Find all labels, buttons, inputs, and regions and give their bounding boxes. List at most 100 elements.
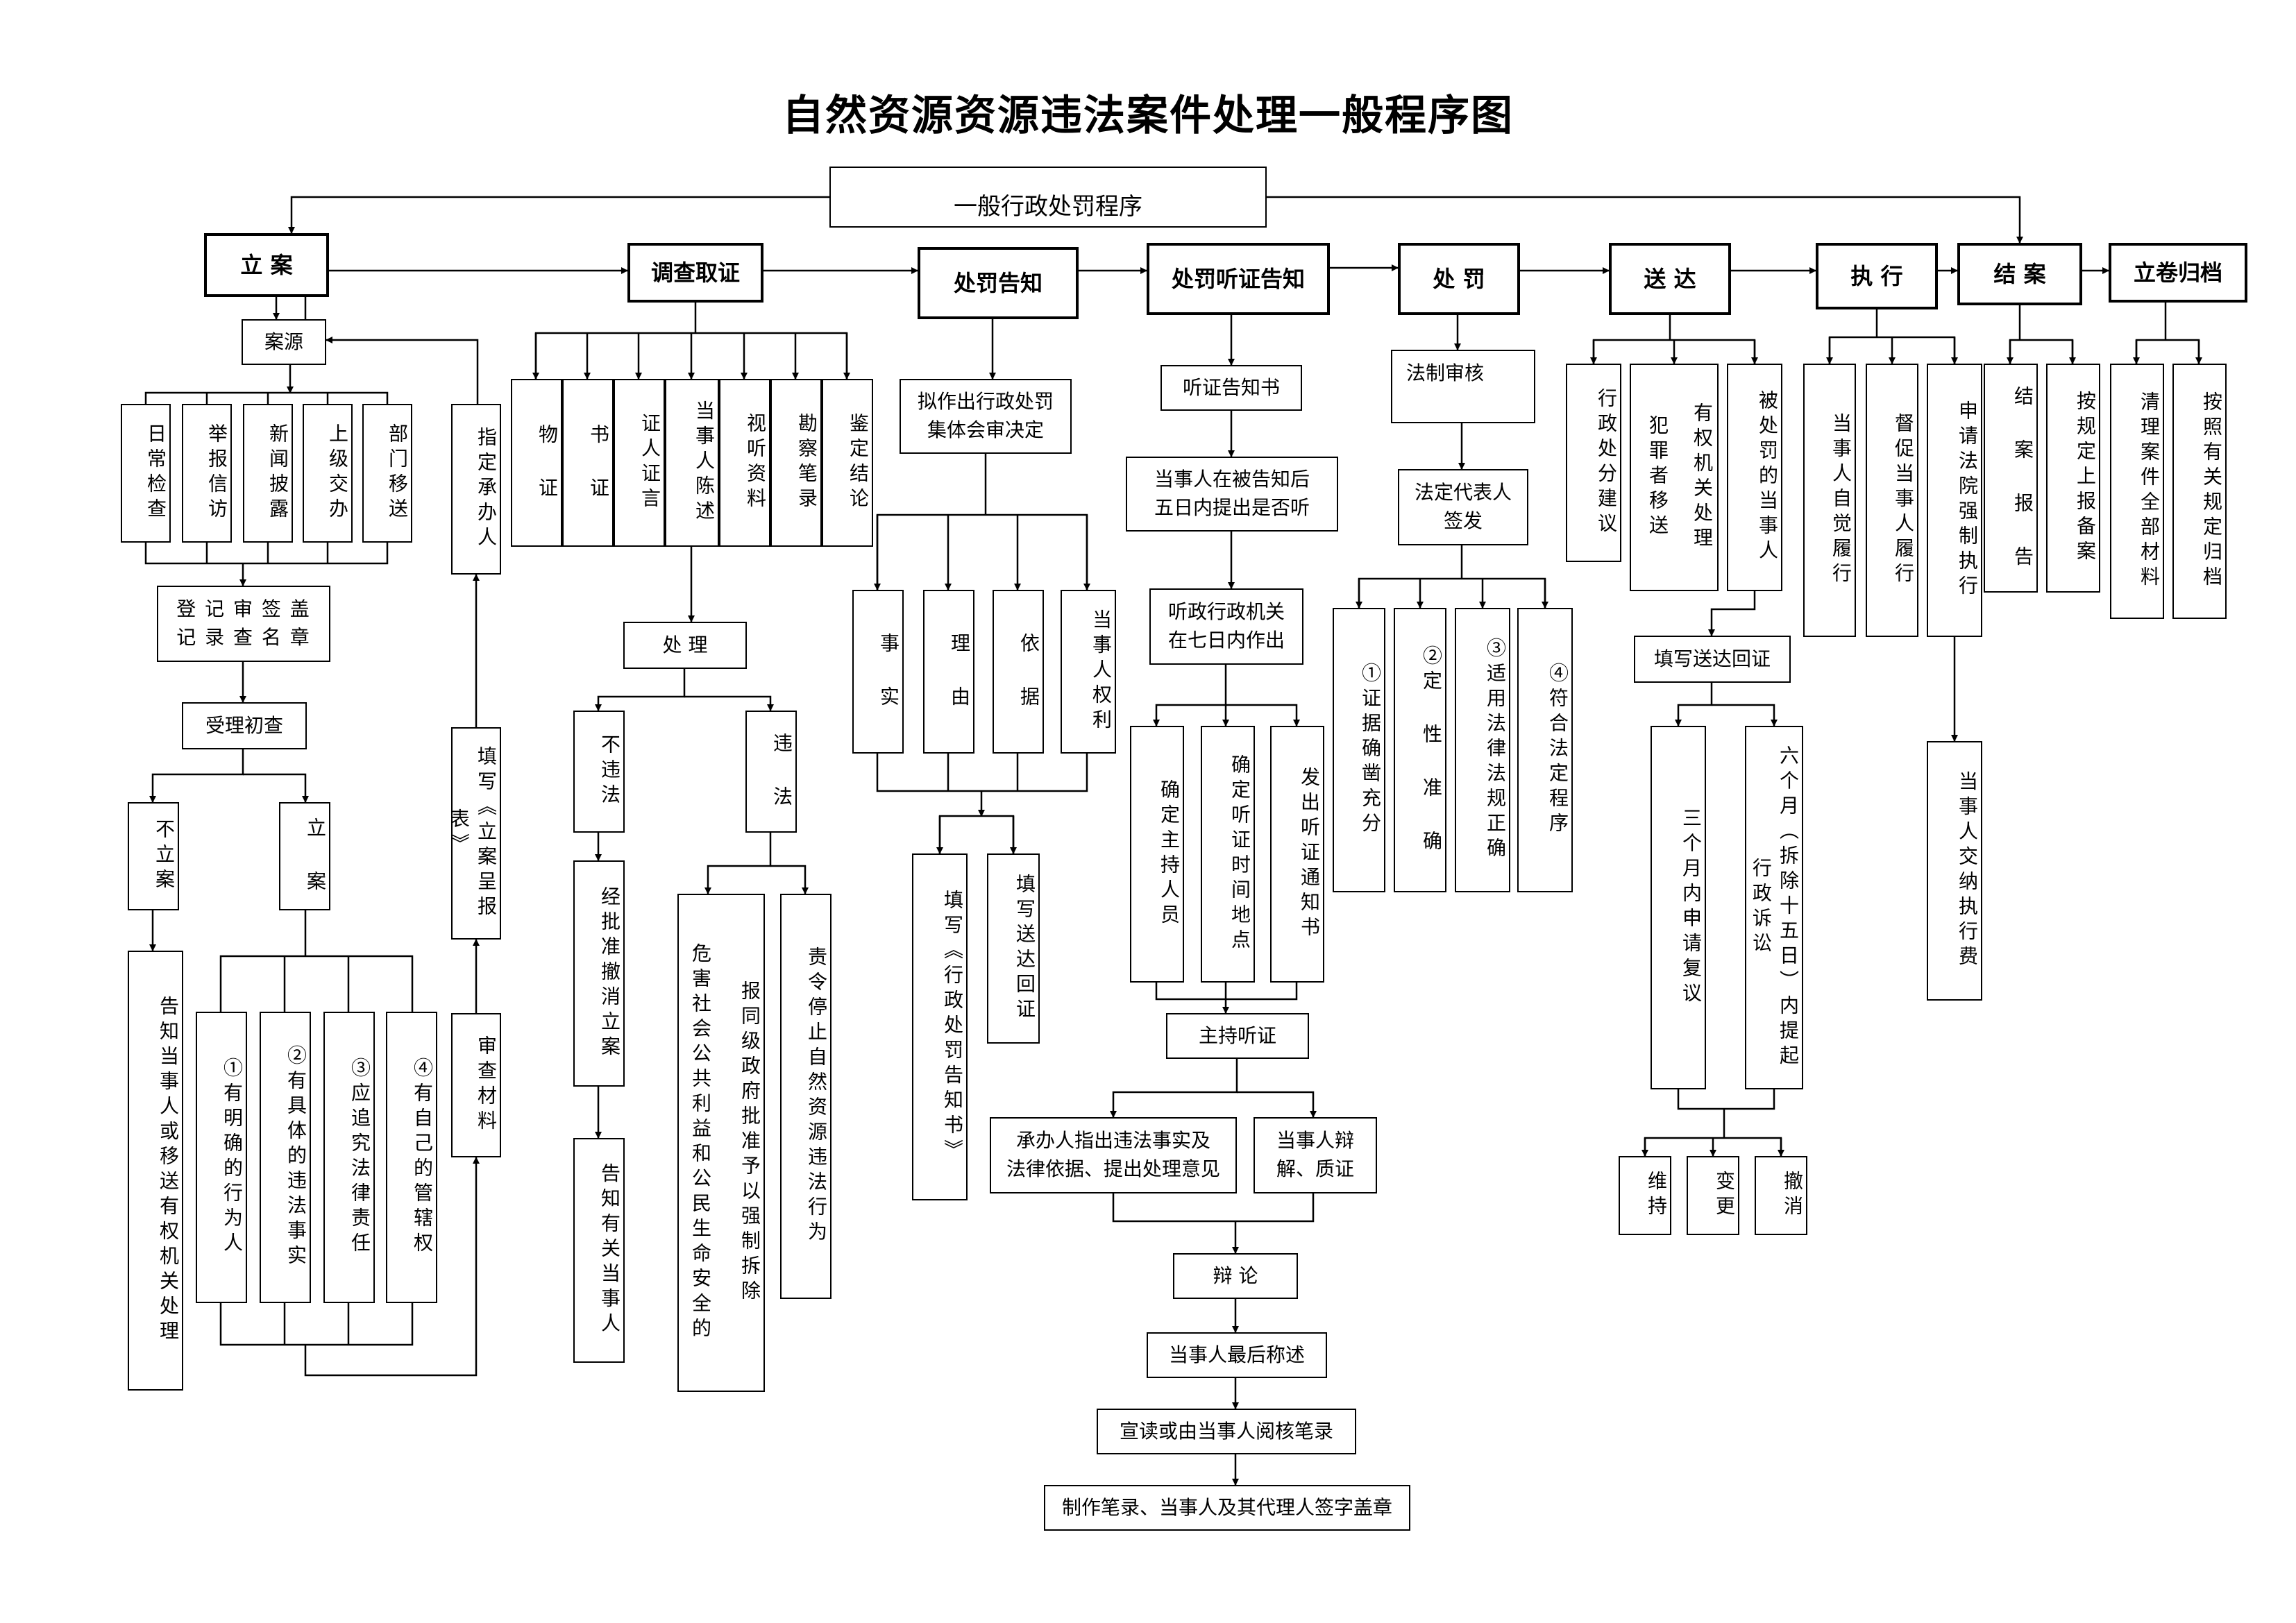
connector-60 [876,754,1088,792]
admin-sanction-box: 行政处分建议 [1566,364,1621,562]
connector-77 [1112,1193,1315,1223]
result-revoke: 撤消 [1755,1156,1807,1235]
three-month-review-box: 三个月内申请复议 [1651,726,1706,1089]
revoke-case-box: 经批准撤消立案 [573,860,625,1087]
voluntary-perform-box: 当事人自觉履行 [1803,364,1856,637]
connector-55 [876,513,1088,590]
fill-report-form-box: 填写《立案呈报表》 [448,727,501,940]
order-stop-box: 责令停止自然资源违法行为 [780,894,832,1299]
penalty-cond-2: ②定 性 准 确 [1394,608,1446,892]
connector-14 [144,391,389,404]
case-source-box: 案源 [242,319,326,365]
illegal-box: 违 法 [745,711,797,833]
public-harm-text: 危害社会公共利益和公民生命安全的 [689,943,712,1343]
connector-115 [2135,339,2200,364]
determine-presider: 确定主持人员 [1130,726,1184,983]
review-materials-box: 审查材料 [451,1013,501,1157]
connector-28 [219,955,414,1012]
condition-4: ④有自己的管辖权 [386,1012,437,1303]
source-news: 新闻披露 [243,404,293,543]
connector-12 [326,337,479,404]
connector-98 [1677,1089,1775,1110]
issue-hearing-notice: 发出听证通知书 [1270,726,1324,983]
handling-box: 处 理 [623,622,747,669]
archive-box: 按照有关规定归档 [2172,364,2227,619]
penalized-party-box: 被处罚的当事人 [1727,364,1782,591]
source-superior: 上级交办 [303,404,353,543]
connector-76 [1237,1091,1317,1118]
notice-fact: 事 实 [852,590,904,754]
seven-day-decision-box: 听政行政机关 在七日内作出 [1149,588,1303,665]
not-illegal-box: 不违法 [573,711,625,833]
connector-18 [144,543,389,565]
penalty-cond-1: ①证据确凿充分 [1333,608,1385,892]
fill-receipt-box-1: 填写送达回证 [987,853,1040,1044]
determine-time-place: 确定听证时间地点 [1201,726,1255,983]
stage-lian: 立 案 [204,233,329,297]
connector-48 [684,695,774,711]
stage-tingzheng: 处罚听证告知 [1147,243,1330,315]
fill-receipt-box-2: 填写送达回证 [1634,636,1791,683]
pay-enforce-fee-box: 当事人交纳执行费 [1927,741,1982,1001]
stage-diaocha: 调查取证 [627,243,763,303]
page-title: 自然资源资源违法案件处理一般程序图 [782,92,1514,140]
connector-52 [770,865,809,894]
court-enforce-box: 申请法院强制执行 [1927,364,1982,637]
evidence-party-statement: 当事人陈述 [665,379,719,547]
connector-71 [1226,704,1300,726]
connector-95 [1708,591,1756,636]
six-month-lawsuit-box: 六个月（拆除十五日）内提起行政诉讼 [1745,726,1803,1089]
read-record-box: 宣读或由当事人阅核笔录 [1097,1409,1356,1454]
notice-basis: 依 据 [993,590,1044,754]
result-maintain: 维持 [1619,1156,1671,1235]
handler-statement-box: 承办人指出违法事实及 法律依据、提出处理意见 [990,1117,1237,1193]
stage-gaozhi: 处罚告知 [918,247,1079,319]
evidence-expert-conclusion: 鉴定结论 [822,379,873,547]
notice-rights: 当事人权利 [1061,590,1116,754]
assign-handler-box: 指定承办人 [451,404,501,575]
final-statement-box: 当事人最后称述 [1147,1332,1327,1378]
condition-2: ②有具体的违法事实 [260,1012,311,1303]
preside-hearing-box: 主持听证 [1166,1013,1309,1059]
connector-24 [149,749,244,803]
evidence-audiovisual: 视听资料 [719,379,770,547]
connector-111 [2009,339,2074,364]
connector-51 [704,833,772,894]
connector-70 [1153,665,1227,726]
urge-perform-box: 督促当事人履行 [1866,364,1918,637]
condition-1: ①有明确的行为人 [196,1012,247,1303]
make-record-box: 制作笔录、当事人及其代理人签字盖章 [1044,1485,1410,1531]
evidence-physical: 物 证 [511,379,562,547]
connector-97 [1712,704,1778,726]
hearing-notice-box: 听证告知书 [1160,365,1302,411]
evidence-survey-record: 勘察笔录 [770,379,822,547]
source-report: 举报信访 [182,404,232,543]
evidence-document: 书 证 [562,379,614,547]
connector-47 [595,669,686,711]
file-case-box: 立 案 [279,802,330,910]
general-procedure-banner: 一般行政处罚程序 [829,167,1267,228]
register-box: 登 记 审 签 盖 记 录 查 名 章 [157,586,330,662]
connector-0 [288,196,829,234]
crime-transfer-text: 犯罪者移送 [1646,415,1669,540]
party-defense-box: 当事人辩 解、质证 [1253,1117,1377,1193]
stage-chufa: 处 罚 [1398,243,1520,315]
crime-transfer-box [1630,364,1719,591]
fill-penalty-notice-box: 填写《行政处罚告知书》 [912,853,968,1200]
connector-25 [243,773,309,803]
debate-box: 辩 论 [1173,1253,1298,1299]
connector-34 [304,1157,480,1377]
stage-songda: 送 达 [1609,243,1731,315]
authority-handle-text: 有权机关处理 [1691,402,1714,552]
no-case-box: 不立案 [128,802,179,910]
connector-31 [219,1303,414,1346]
forced-demolition-box [677,894,765,1392]
notify-or-transfer-box: 告知当事人或移送有权机关处理 [128,951,183,1391]
legal-rep-sign-box: 法定代表人 签发 [1398,469,1528,545]
notify-parties-box: 告知有关当事人 [573,1138,625,1363]
stage-jiean: 结 案 [1957,243,2082,305]
penalty-cond-4: ④符合法定程序 [1517,608,1573,892]
forced-demolition-text: 报同级政府批准予以强制拆除 [738,980,761,1305]
report-filing-box: 按规定上报备案 [2046,364,2100,593]
